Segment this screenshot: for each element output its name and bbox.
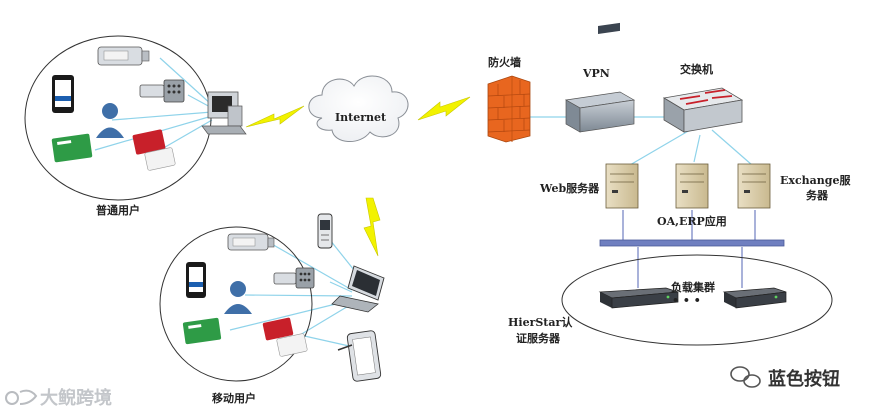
hierstar-label-line2: 证服务器: [516, 331, 561, 345]
cluster-ellipsis: • • •: [672, 294, 701, 307]
vpn-label: VPN: [582, 67, 610, 80]
lightning-icon: [245, 96, 471, 257]
token-keypad-icon: [139, 79, 185, 103]
exchange-server-icon: [737, 163, 771, 209]
desktop-computer-icon: [201, 91, 247, 135]
connection-lines: [94, 57, 756, 349]
left-watermark-text: 大鲵跨境: [40, 387, 112, 409]
right-watermark-text: 蓝色按钮: [768, 368, 840, 390]
watermark-logo-icon: [5, 389, 38, 405]
exchange-server-label-line2: 务器: [806, 188, 829, 202]
load-cluster-label: 负载集群: [671, 280, 715, 294]
token-keypad-icon: [273, 267, 315, 289]
mobile-users-label: 移动用户: [212, 391, 256, 405]
vpn-device-icon: [564, 22, 636, 133]
rack-server-icon: [722, 287, 787, 309]
laptop-icon: [331, 265, 385, 313]
switch-label: 交换机: [680, 62, 713, 76]
smartphone-icon: [52, 75, 74, 113]
left-watermark: 大鲵跨境: [5, 387, 112, 409]
internet-label: Internet: [335, 111, 387, 124]
rack-server-icon: [598, 287, 679, 309]
tablet-icon: [337, 330, 382, 382]
internet-cloud-icon: [308, 75, 409, 142]
usb-key-icon: [97, 46, 150, 66]
web-server-label: Web服务器: [539, 181, 600, 195]
auth-cluster-group: [561, 254, 833, 346]
web-server-icon: [605, 163, 639, 209]
mobile-phone-icon: [317, 213, 333, 249]
network-switch-icon: [662, 87, 744, 133]
green-card-icon: [182, 317, 222, 345]
right-watermark: 蓝色按钮: [730, 366, 840, 390]
firewall-icon: [487, 75, 531, 143]
user-icon: [224, 281, 252, 314]
wechat-icon: [730, 366, 761, 388]
mobile-users-group: [159, 226, 313, 382]
user-icon: [96, 103, 124, 138]
red-card-icon: [132, 129, 176, 171]
red-card-icon: [262, 317, 308, 357]
smartphone-icon: [186, 262, 206, 298]
green-card-icon: [51, 133, 93, 163]
oa-erp-label: OA,ERP应用: [657, 214, 727, 228]
usb-key-icon: [227, 233, 275, 251]
network-bus: [599, 239, 785, 247]
exchange-server-label-line1: Exchange服: [780, 174, 851, 187]
ordinary-users-label: 普通用户: [96, 203, 140, 217]
oa-erp-server-icon: [675, 163, 709, 209]
hierstar-label-line1: HierStar认: [508, 315, 573, 329]
firewall-label: 防火墙: [488, 55, 521, 69]
